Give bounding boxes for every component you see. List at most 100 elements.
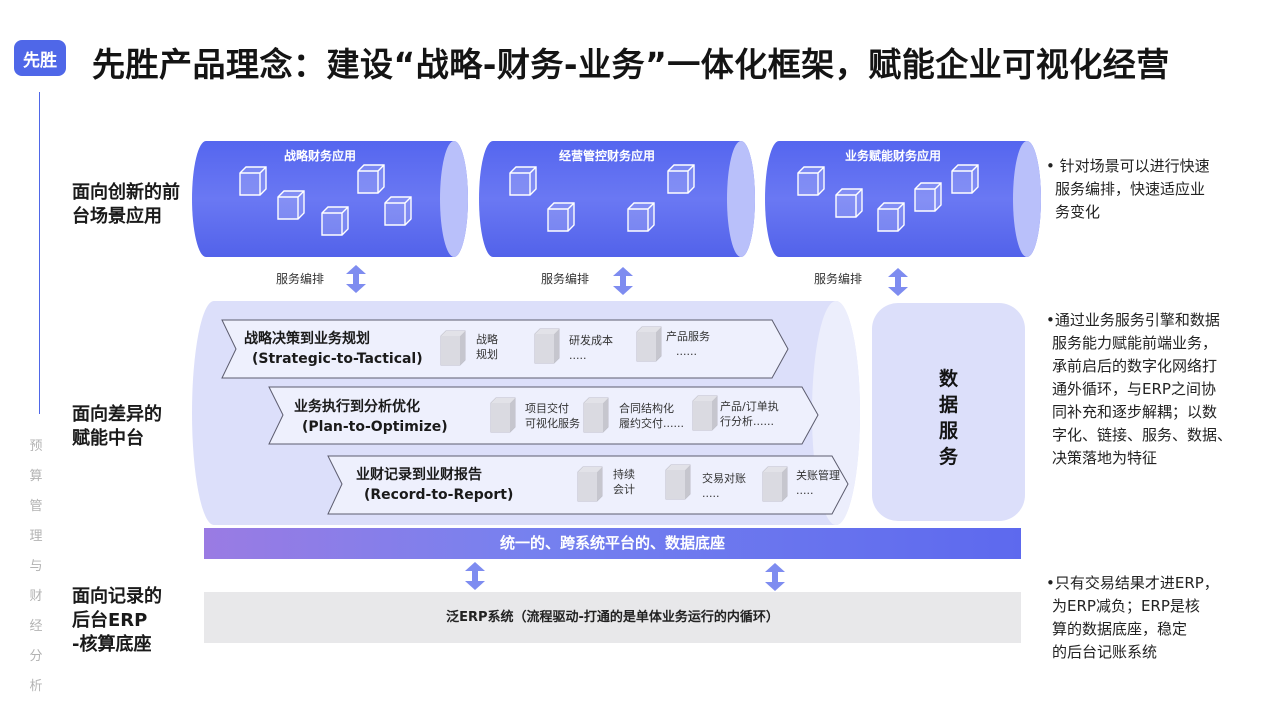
item-line: 合同结构化: [619, 402, 674, 415]
section-label-back: 面向记录的 后台ERP -核算底座: [72, 585, 162, 657]
chevron-item: 交易对账 .....: [702, 471, 746, 501]
chevron-title-cn: 战略决策到业务规划: [244, 331, 370, 347]
data-service-label: 数 据 服 务: [872, 366, 1025, 470]
note-line: 的后台记账系统: [1052, 643, 1158, 661]
note-back: •只有交易结果才进ERP， 为ERP减负；ERP是核 算的数据底座，稳定 的后台…: [1046, 572, 1219, 664]
cube-icon: [534, 328, 560, 364]
section-label-front: 面向创新的前 台场景应用: [72, 181, 180, 229]
cube-icon: [692, 395, 718, 431]
item-line: 战略: [476, 333, 498, 346]
side-char: 预: [29, 439, 43, 454]
item-line: 产品/订单执: [720, 400, 779, 413]
note-line: 同补充和逐步解耦；以数: [1052, 403, 1218, 421]
cylinder-title: 战略财务应用: [283, 149, 356, 163]
item-line: 行分析......: [720, 415, 774, 428]
side-char: 经: [29, 619, 43, 634]
section-label-line: 后台ERP: [72, 610, 148, 631]
chevron-title: 业财记录到业财报告 (Record-to-Report): [356, 465, 513, 505]
item-line: 产品服务: [666, 330, 710, 343]
side-vertical-text: 预 算 管 理 与 财 经 分 析: [27, 432, 45, 702]
chevron-title: 战略决策到业务规划 (Strategic-to-Tactical): [244, 329, 423, 369]
chevron-item: 合同结构化 履约交付......: [619, 401, 684, 431]
item-line: 规划: [476, 348, 498, 361]
side-char: 析: [29, 679, 43, 694]
side-char: 理: [29, 529, 43, 544]
item-line: 持续: [613, 468, 635, 481]
item-line: 履约交付......: [619, 417, 684, 430]
note-line: 字化、链接、服务、数据、: [1052, 426, 1233, 444]
chevron-title-cn: 业务执行到分析优化: [294, 399, 420, 415]
chevron-plan: [268, 386, 819, 445]
chevron-item: 产品服务 ......: [666, 329, 710, 359]
note-line: 服务编排，快速适应业: [1055, 180, 1206, 198]
item-line: 交易对账: [702, 472, 746, 485]
service-label: 服务编排: [814, 272, 863, 286]
note-line: 为ERP减负；ERP是核: [1052, 597, 1200, 615]
item-line: 关账管理: [796, 469, 840, 482]
section-label-line: 面向差异的: [72, 404, 162, 425]
cube-icon: [440, 330, 466, 366]
data-service-char: 务: [938, 446, 958, 468]
chevron-item: 产品/订单执 行分析......: [720, 399, 779, 429]
chevron-title-en: (Record-to-Report): [364, 487, 514, 503]
logo: 先胜: [14, 40, 66, 76]
note-line: 通外循环，与ERP之间协: [1052, 380, 1216, 398]
data-service-char: 据: [938, 394, 958, 416]
chevron-title-en: (Plan-to-Optimize): [302, 419, 448, 435]
chevron-item: 持续 会计: [613, 467, 635, 497]
note-line: 决策落地为特征: [1052, 449, 1158, 467]
erp-system-bar: [204, 592, 1021, 643]
section-label-middle: 面向差异的 赋能中台: [72, 403, 162, 451]
chevron-title-en: (Strategic-to-Tactical): [252, 351, 423, 367]
service-label: 服务编排: [276, 272, 325, 286]
side-char: 分: [29, 649, 43, 664]
side-char: 财: [29, 589, 43, 604]
side-char: 算: [29, 469, 43, 484]
item-line: 可视化服务: [525, 417, 580, 430]
side-char: 管: [29, 499, 43, 514]
chevron-item: 项目交付 可视化服务: [525, 401, 580, 431]
note-line: •通过业务服务引擎和数据: [1046, 311, 1220, 329]
data-service-panel: [872, 303, 1025, 521]
cube-icon: [665, 464, 691, 500]
item-line: .....: [569, 349, 587, 362]
left-accent-line: [39, 92, 40, 414]
section-label-line: 面向创新的前: [72, 182, 180, 203]
item-line: 研发成本: [569, 334, 613, 347]
cube-icon: [762, 466, 788, 502]
note-line: 算的数据底座，稳定: [1052, 620, 1188, 638]
chevron-item: 研发成本 .....: [569, 333, 613, 363]
side-char: 与: [29, 559, 43, 574]
cube-icon: [577, 466, 603, 502]
cube-icon: [490, 397, 516, 433]
unified-data-base-bar: [204, 528, 1021, 559]
erp-system-label: 泛ERP系统（流程驱动-打通的是单体业务运行的内循环）: [446, 610, 779, 625]
item-line: 项目交付: [525, 402, 569, 415]
cube-icon: [583, 397, 609, 433]
note-line: • 针对场景可以进行快速: [1046, 157, 1210, 175]
chevron-item: 战略 规划: [476, 332, 498, 362]
note-line: •只有交易结果才进ERP，: [1046, 574, 1219, 592]
note-line: 服务能力赋能前端业务，: [1052, 334, 1218, 352]
chevron-item: 关账管理 .....: [796, 468, 840, 498]
data-service-char: 服: [938, 420, 958, 442]
note-front: • 针对场景可以进行快速 服务编排，快速适应业 务变化: [1046, 155, 1210, 224]
data-service-char: 数: [938, 368, 958, 390]
cube-icon: [636, 326, 662, 362]
chevron-title-cn: 业财记录到业财报告: [356, 467, 482, 483]
section-label-line: 台场景应用: [72, 206, 162, 227]
item-line: .....: [702, 487, 720, 500]
section-label-line: -核算底座: [72, 634, 152, 655]
cylinder-title: 业务赋能财务应用: [844, 149, 941, 163]
cylinder-title: 经营管控财务应用: [558, 149, 655, 163]
unified-data-base-label: 统一的、跨系统平台的、数据底座: [499, 534, 725, 552]
page-title: 先胜产品理念：建设“战略-财务-业务”一体化框架，赋能企业可视化经营: [92, 45, 1170, 84]
note-line: 务变化: [1055, 203, 1101, 221]
section-label-line: 面向记录的: [72, 586, 162, 607]
note-line: 承前启后的数字化网络打: [1052, 357, 1218, 375]
item-line: .....: [796, 484, 814, 497]
item-line: ......: [676, 345, 697, 358]
section-label-line: 赋能中台: [72, 428, 144, 449]
chevron-title: 业务执行到分析优化 (Plan-to-Optimize): [294, 397, 448, 437]
